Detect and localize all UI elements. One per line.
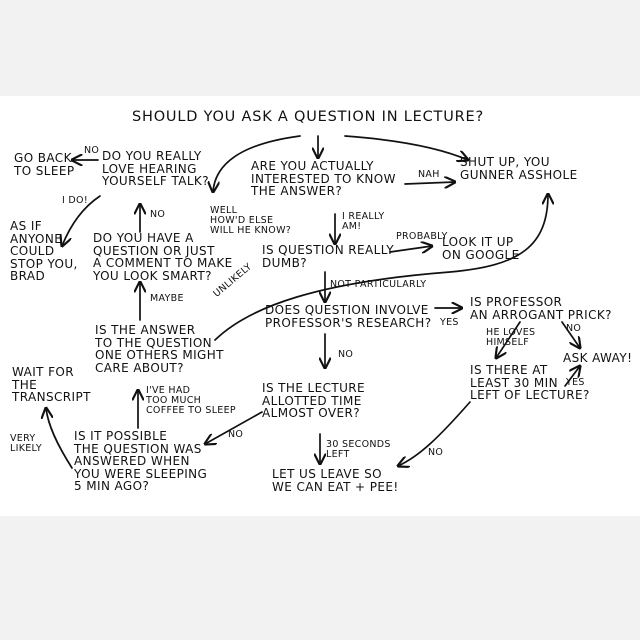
arrow-title-to-love-hearing (213, 135, 301, 192)
node-allotted: IS THE LECTURE ALLOTTED TIME ALMOST OVER… (262, 381, 366, 421)
label-no-arrogant: NO (566, 323, 582, 334)
node-arrogant: IS PROFESSOR AN ARROGANT PRICK? (470, 295, 612, 322)
label-nah: NAH (418, 169, 440, 180)
node-dumb: IS QUESTION REALLY DUMB? (262, 243, 394, 270)
arrow-arrogant-to-thirty (496, 321, 521, 358)
arrow-arrogant-to-ask-away (561, 321, 580, 348)
arrow-others-to-shut-up (214, 194, 548, 341)
label-probably: PROBABLY (396, 231, 448, 242)
node-wait: WAIT FOR THE TRANSCRIPT (12, 365, 91, 405)
node-go-back: GO BACK TO SLEEP (14, 151, 75, 178)
label-no-research: NO (338, 349, 354, 360)
label-no-allotted: NO (228, 429, 244, 440)
label-not-particularly: NOT PARTICULARLY (330, 279, 427, 290)
flowchart-title: SHOULD YOU ASK A QUESTION IN LECTURE? (132, 109, 484, 125)
node-ask-away: ASK AWAY! (563, 351, 633, 365)
label-coffee: I'VE HAD TOO MUCH COFFEE TO SLEEP (146, 385, 236, 416)
node-love-hearing: DO YOU REALLY LOVE HEARING YOURSELF TALK… (102, 149, 209, 189)
node-others-care: IS THE ANSWER TO THE QUESTION ONE OTHERS… (95, 323, 224, 375)
arrow-answered-to-wait (46, 408, 73, 469)
label-i-really-am: I REALLY AM! (342, 211, 385, 232)
node-leave: LET US LEAVE SO WE CAN EAT + PEE! (272, 467, 399, 494)
label-thirty-sec: 30 SECONDS LEFT (326, 439, 391, 460)
label-yes-research: YES (440, 317, 459, 328)
arrow-allotted-to-answered (205, 411, 263, 444)
label-no-thirty: NO (428, 447, 444, 458)
node-shut-up: SHUT UP, YOU GUNNER ASSHOLE (460, 155, 578, 182)
arrow-thirty-to-leave (398, 401, 471, 466)
node-have-question: DO YOU HAVE A QUESTION OR JUST A COMMENT… (93, 231, 233, 283)
arrow-love-to-as-if (62, 195, 101, 246)
label-yes-thirty: YES (566, 377, 585, 388)
node-as-if: AS IF ANYONE COULD STOP YOU, BRAD (10, 219, 78, 284)
label-he-loves: HE LOVES HIMSELF (486, 327, 536, 348)
node-involve-research: DOES QUESTION INVOLVE PROFESSOR'S RESEAR… (265, 303, 432, 330)
node-look-it-up: LOOK IT UP ON GOOGLE (442, 235, 520, 262)
label-no-have: NO (150, 209, 166, 220)
arrow-thirty-to-ask-away (564, 366, 580, 387)
arrow-dumb-to-look-it-up (389, 246, 432, 252)
arrow-interested-to-shut-up (404, 182, 455, 184)
node-interested: ARE YOU ACTUALLY INTERESTED TO KNOW THE … (251, 159, 396, 199)
node-answered: IS IT POSSIBLE THE QUESTION WAS ANSWERED… (74, 429, 208, 494)
label-no-love: NO (84, 145, 100, 156)
flowchart-sheet: SHOULD YOU ASK A QUESTION IN LECTURE? AR… (0, 96, 640, 516)
node-thirty-min: IS THERE AT LEAST 30 MIN LEFT OF LECTURE… (470, 363, 590, 403)
flowchart-arrows (0, 135, 640, 469)
label-maybe: MAYBE (150, 293, 184, 304)
arrow-title-to-shut-up (344, 135, 468, 160)
label-very-likely: VERY LIKELY (10, 433, 42, 454)
label-i-do: I DO! (62, 195, 88, 206)
label-well-how: WELL HOW'D ELSE WILL HE KNOW? (210, 205, 292, 236)
